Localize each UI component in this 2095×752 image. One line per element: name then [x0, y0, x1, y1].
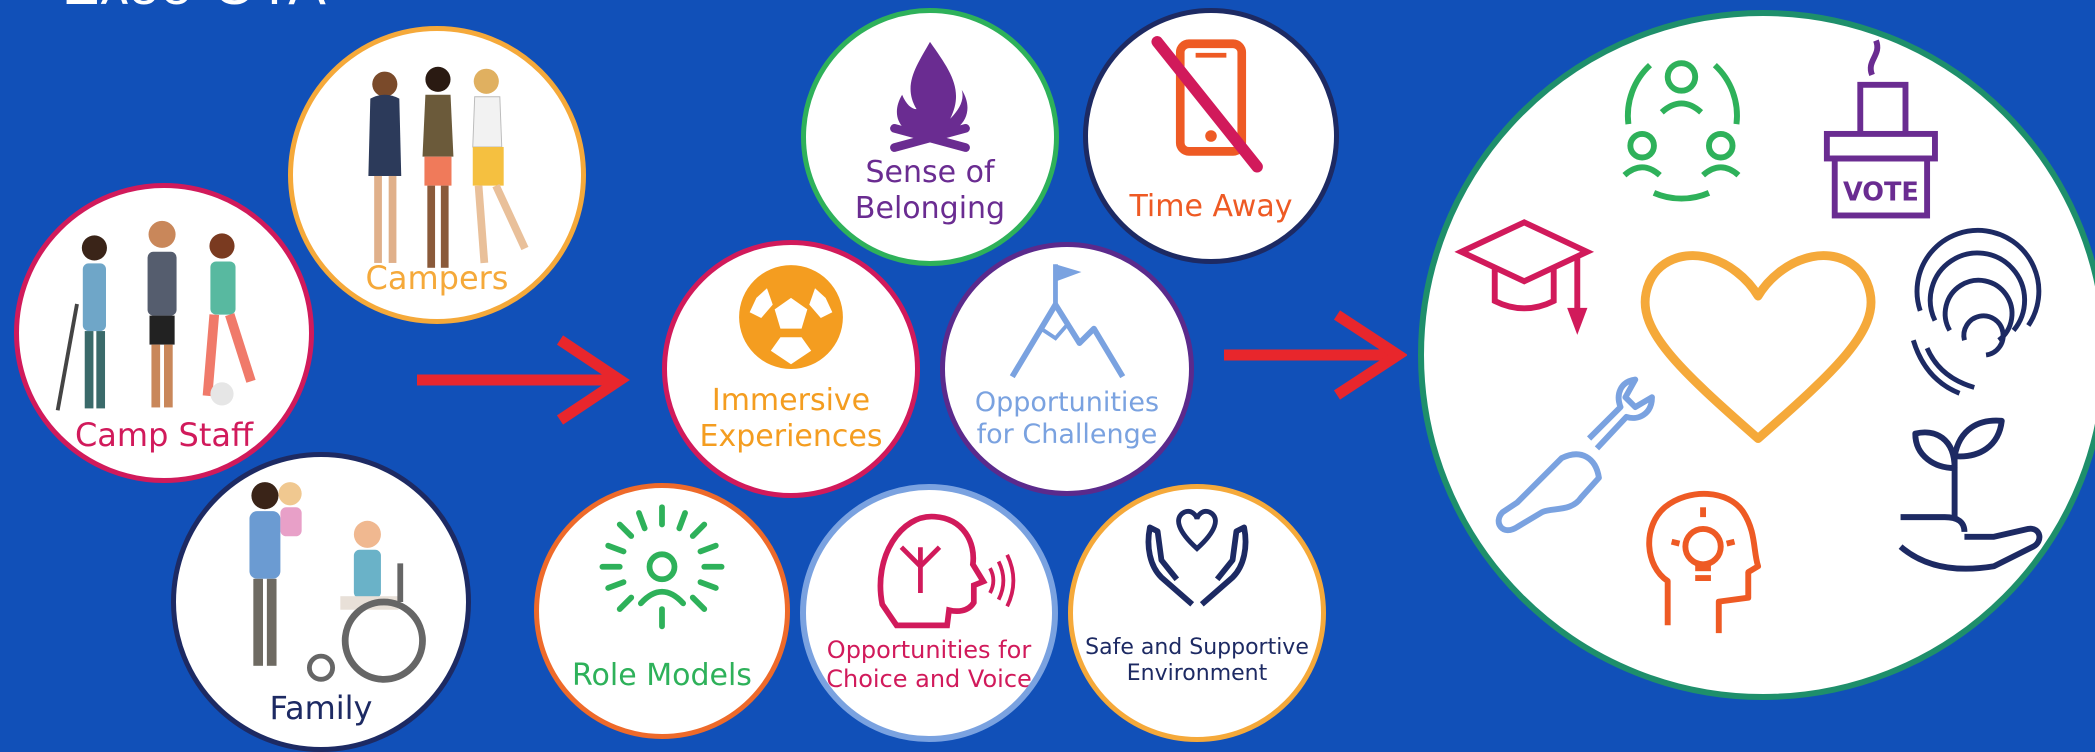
immersive-circle: Immersive Experiences — [662, 240, 920, 498]
belonging-label-line-2: Belonging — [854, 191, 1006, 226]
safe-environment-label-line-1: Safe and Supportive — [1085, 635, 1309, 660]
arrow-to-outcomes — [1224, 310, 1407, 400]
family-illustration — [249, 482, 426, 683]
safe-environment-label: Safe and Supportive Environment — [1073, 635, 1321, 688]
no-phone-icon — [1151, 36, 1263, 173]
safe-environment-circle: Safe and Supportive Environment — [1068, 484, 1326, 742]
soccer-ball-icon — [739, 265, 843, 369]
arrow-to-elements — [417, 335, 630, 425]
campers-illustration — [368, 66, 529, 268]
network-people-icon — [1622, 60, 1741, 202]
choice-voice-label-line-1: Opportunities for — [826, 636, 1032, 664]
choice-voice-circle: Opportunities for Choice and Voice — [800, 484, 1058, 742]
challenge-label-line-2: for Challenge — [976, 419, 1158, 451]
wrench-hand-icon — [1495, 376, 1655, 534]
outcomes-icons: VOTE — [1454, 39, 2043, 634]
camp-staff-label: Camp Staff — [74, 416, 254, 454]
mountain-flag-icon — [1009, 264, 1126, 379]
role-models-circle: Role Models — [534, 483, 790, 739]
plant-hand-icon — [1898, 417, 2043, 572]
time-away-circle: Time Away — [1083, 8, 1339, 264]
role-model-icon — [599, 504, 725, 630]
belonging-circle: Sense of Belonging — [801, 8, 1059, 266]
immersive-label-line-2: Experiences — [699, 419, 883, 454]
choice-voice-label-line-2: Choice and Voice — [826, 664, 1032, 693]
fingerprint-icon — [1910, 227, 2042, 396]
campers-circle: Campers — [288, 26, 586, 324]
safe-environment-label-line-2: Environment — [1126, 661, 1268, 687]
campers-label: Campers — [365, 259, 509, 297]
challenge-label-line-1: Opportunities — [974, 387, 1160, 418]
time-away-label: Time Away — [1129, 189, 1293, 224]
family-circle: Family — [171, 452, 471, 752]
campfire-icon — [890, 41, 970, 152]
lightbulb-head-icon — [1646, 490, 1762, 634]
camp-staff-circle: Camp Staff — [14, 183, 314, 483]
graduation-cap-icon — [1454, 219, 1595, 335]
slide-title-fragment: Ελοσ ΟΤΑ — [62, 0, 327, 17]
vote-text: VOTE — [1843, 178, 1919, 208]
challenge-circle: Opportunities for Challenge — [940, 242, 1194, 496]
role-models-label: Role Models — [572, 658, 752, 693]
immersive-label-line-1: Immersive — [711, 383, 871, 418]
belonging-label: Sense of Belonging — [806, 155, 1054, 227]
head-choice-icon — [877, 513, 1016, 629]
camp-staff-illustration — [55, 220, 256, 411]
family-label: Family — [269, 689, 373, 727]
heart-icon — [1640, 251, 1876, 443]
immersive-label: Immersive Experiences — [667, 383, 915, 455]
choice-voice-label: Opportunities for Choice and Voice — [806, 636, 1052, 694]
belonging-label-line-1: Sense of — [865, 155, 995, 190]
vote-box-icon — [1823, 39, 1938, 219]
challenge-label: Opportunities for Challenge — [945, 387, 1189, 452]
hands-heart-icon — [1145, 508, 1249, 607]
outcomes-circle: VOTE — [1418, 10, 2095, 700]
